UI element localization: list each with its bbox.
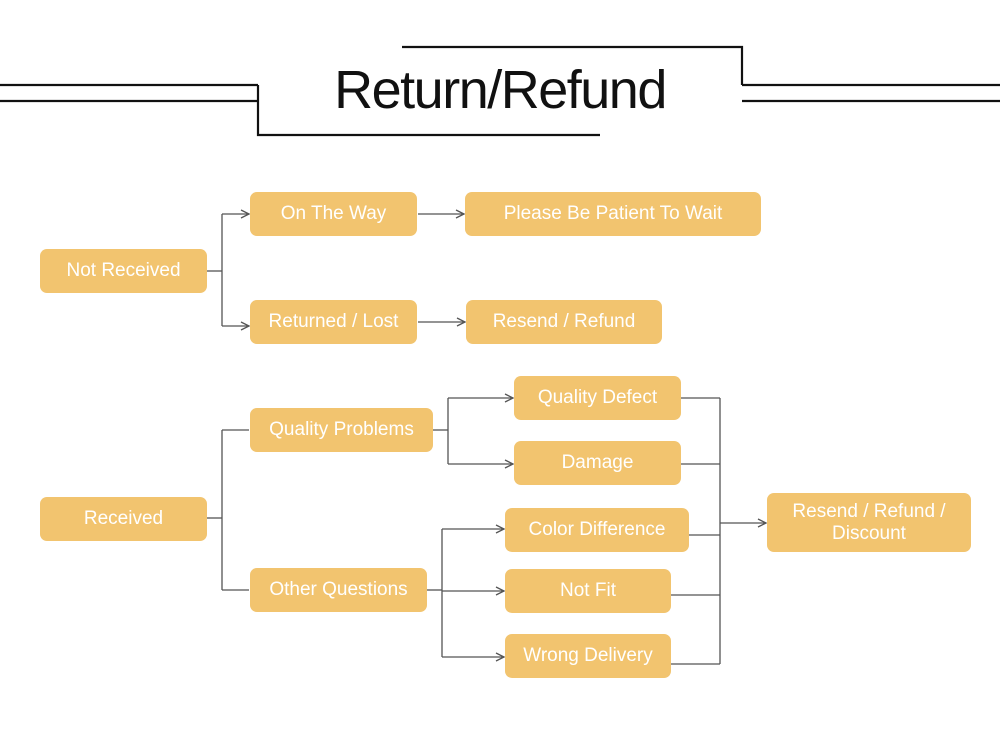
node-wrong-delivery: Wrong Delivery [505,634,671,678]
node-please-be-patient: Please Be Patient To Wait [465,192,761,236]
node-not-received: Not Received [40,249,207,293]
node-resend-refund-discount: Resend / Refund / Discount [767,493,971,552]
node-other-questions: Other Questions [250,568,427,612]
node-resend-refund: Resend / Refund [466,300,662,344]
node-received: Received [40,497,207,541]
node-quality-defect: Quality Defect [514,376,681,420]
page-title: Return/Refund [334,60,667,120]
node-returned-lost: Returned / Lost [250,300,417,344]
title-frame [0,45,1000,137]
node-damage: Damage [514,441,681,485]
node-on-the-way: On The Way [250,192,417,236]
node-not-fit: Not Fit [505,569,671,613]
node-quality-problems: Quality Problems [250,408,433,452]
node-color-difference: Color Difference [505,508,689,552]
